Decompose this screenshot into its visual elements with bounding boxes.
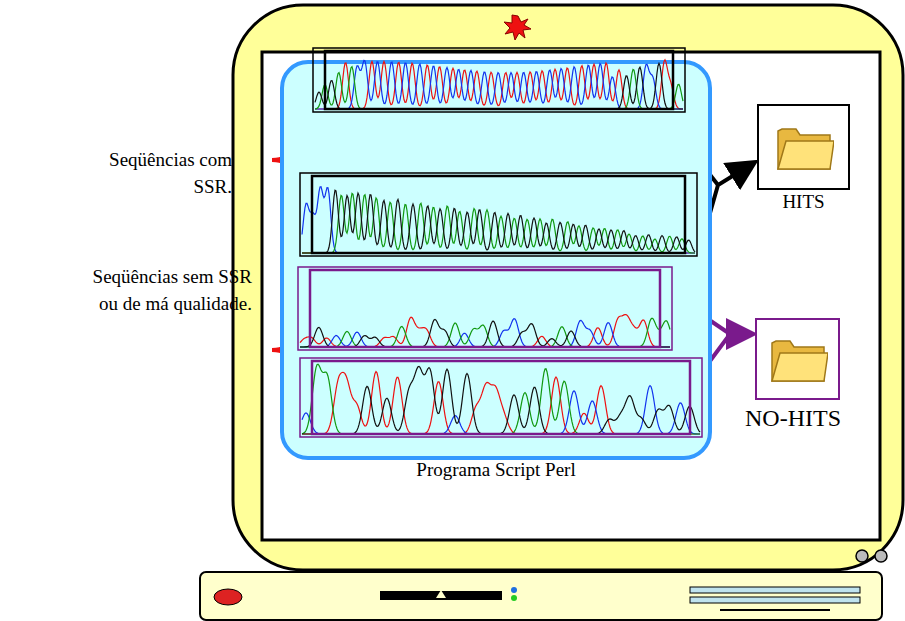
chromatograms: [280, 60, 712, 460]
panel-title: Programa Script Perl: [284, 458, 708, 482]
folder-label: HITS: [739, 190, 868, 214]
program-panel: Programa Script Perl: [280, 60, 712, 460]
sort-arrow: [700, 164, 752, 248]
status-dot: [511, 587, 517, 593]
drive-bay: [720, 609, 830, 611]
folder-icon: [774, 119, 834, 175]
folder-box: NO-HITS: [755, 318, 840, 400]
monitor-button: [856, 550, 868, 562]
folder-icon: [768, 331, 828, 387]
status-dot: [511, 595, 517, 601]
monitor-button: [875, 550, 887, 562]
power-star: [504, 15, 531, 40]
group-label: Seqüências com SSR.: [82, 146, 232, 200]
folder-label: NO-HITS: [745, 404, 841, 432]
group-label: Seqüências sem SSR ou de má qualidade.: [77, 263, 252, 317]
folder-box: HITS: [757, 104, 850, 190]
drive-slot: [380, 591, 502, 600]
monitor-screen: [262, 52, 880, 540]
sort-arrow: [690, 334, 750, 388]
power-light: [214, 589, 242, 605]
monitor-housing: [233, 5, 903, 570]
sort-arrow: [668, 292, 730, 334]
drive-bay: [690, 587, 860, 593]
computer-base: [200, 572, 882, 620]
sort-arrow: [672, 126, 718, 185]
eject-mark: [436, 590, 446, 598]
drive-bay: [690, 597, 860, 603]
